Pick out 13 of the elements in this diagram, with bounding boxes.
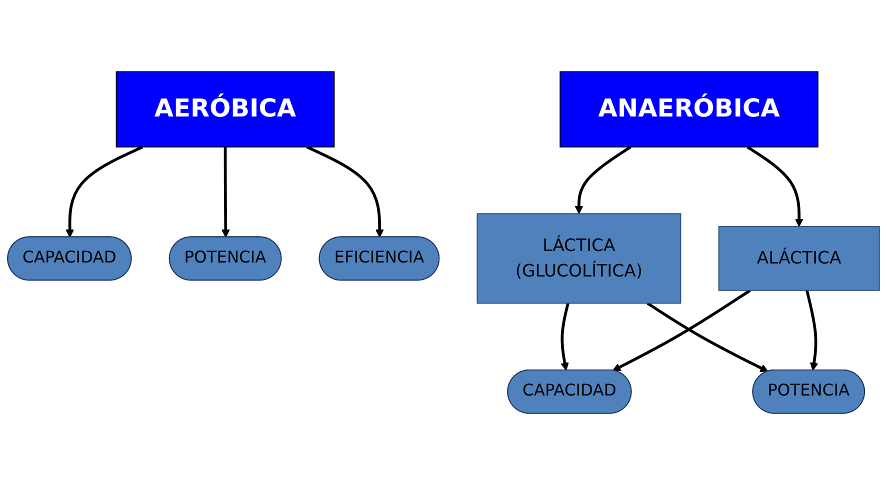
arrow xyxy=(560,302,570,371)
arrow xyxy=(746,146,804,227)
node-box: LÁCTICA (GLUCOLÍTICA) xyxy=(476,213,682,304)
arrow xyxy=(806,290,818,371)
node-box: ANAERÓBICA xyxy=(560,71,818,148)
node-box: AERÓBICA xyxy=(116,71,335,148)
arrow xyxy=(574,146,632,214)
arrow xyxy=(221,146,230,238)
arrow xyxy=(612,289,752,371)
node-box: ALÁCTICA xyxy=(718,226,880,291)
arrow xyxy=(646,302,768,372)
arrow xyxy=(306,146,384,238)
arrow xyxy=(66,146,144,238)
